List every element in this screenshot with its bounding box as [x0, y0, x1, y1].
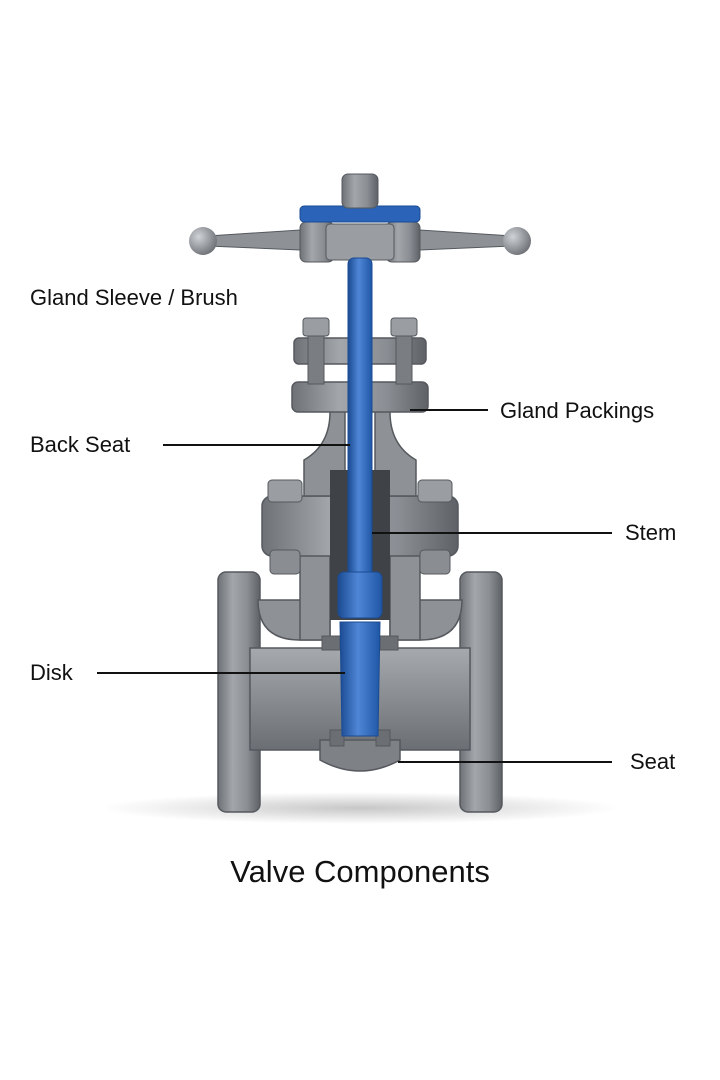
- floor-shadow: [100, 792, 620, 824]
- diagram-title: Valve Components: [230, 854, 490, 889]
- handwheel: [189, 173, 531, 263]
- stem-assembly: [337, 257, 383, 737]
- label-seat: Seat: [630, 749, 676, 774]
- label-stem: Stem: [625, 520, 677, 545]
- label-gland-sleeve: Gland Sleeve / Brush: [30, 285, 238, 310]
- label-back-seat: Back Seat: [30, 432, 131, 457]
- valve-body: [217, 317, 503, 813]
- label-disk: Disk: [30, 660, 73, 685]
- label-gland-packings: Gland Packings: [500, 398, 655, 423]
- leader-lines: [97, 409, 612, 763]
